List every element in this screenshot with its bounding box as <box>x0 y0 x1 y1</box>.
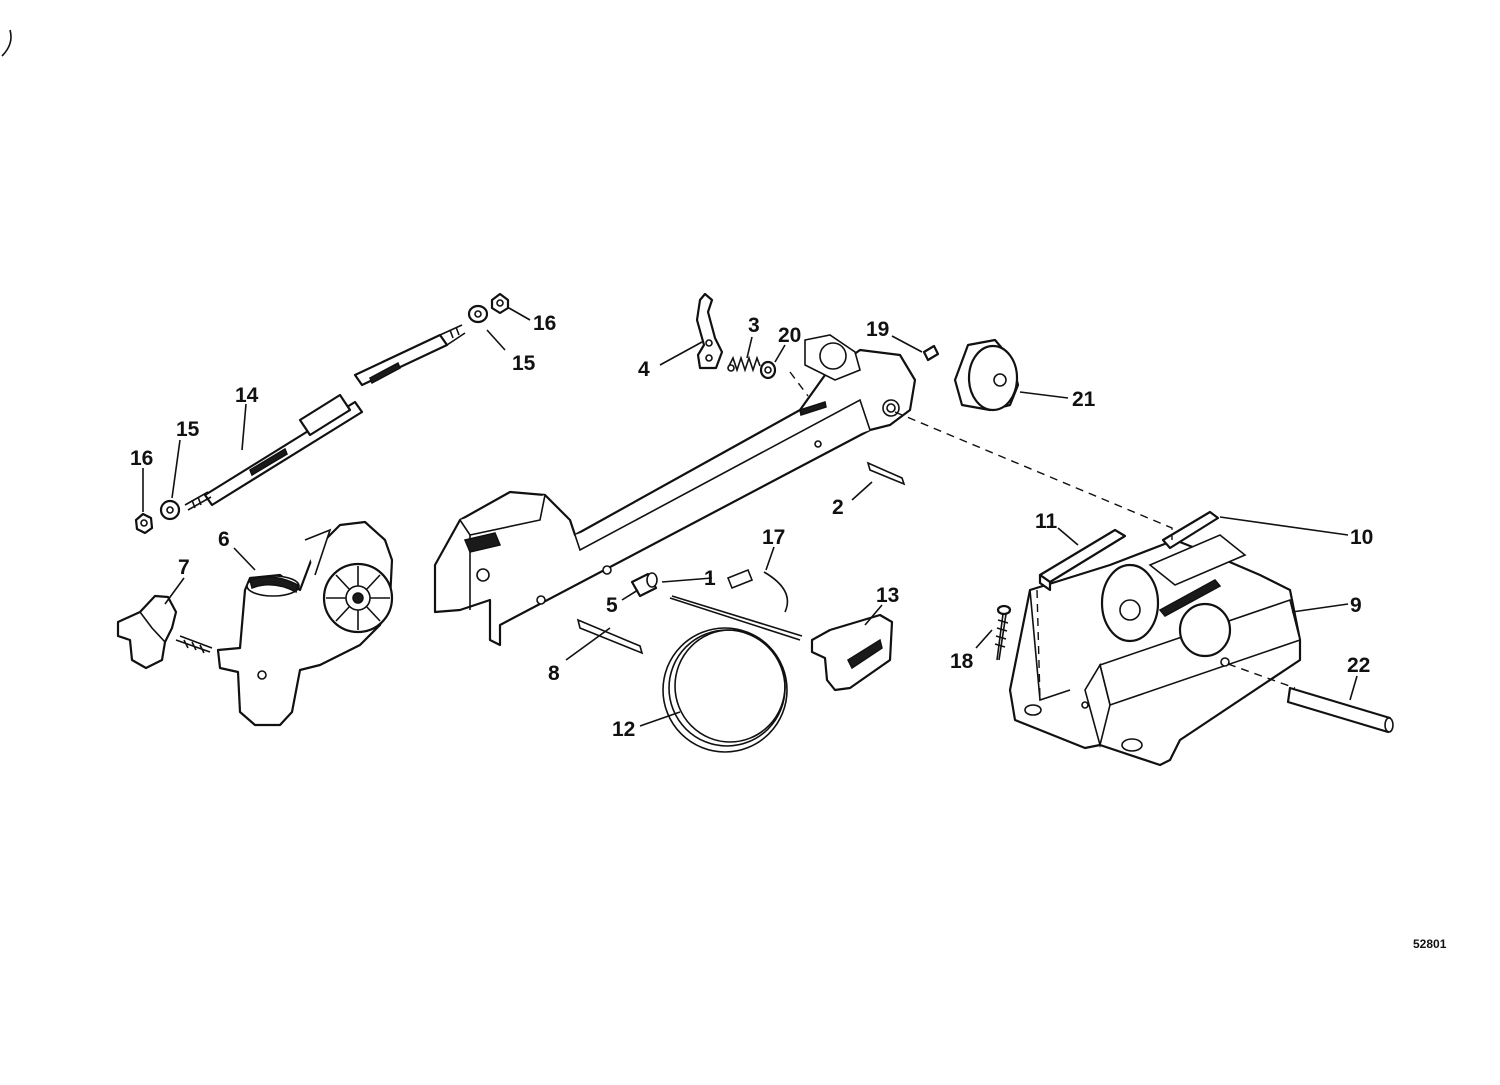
callout-4: 4 <box>638 358 650 381</box>
part-7-knob <box>116 594 213 670</box>
callout-22: 22 <box>1347 654 1370 677</box>
part-19-set-screw <box>922 344 940 362</box>
callout-9: 9 <box>1350 594 1362 617</box>
callout-21: 21 <box>1072 388 1096 411</box>
part-17-clip <box>726 568 789 613</box>
part-16-nut-upper <box>490 292 510 315</box>
callout-19: 19 <box>866 318 889 341</box>
callout-6: 6 <box>218 528 230 551</box>
callout-17: 17 <box>762 526 785 549</box>
part-5-bushing <box>630 572 658 598</box>
callout-5: 5 <box>606 594 618 617</box>
callout-18: 18 <box>950 650 974 673</box>
scan-mark <box>1 29 12 57</box>
part-8-pin <box>576 618 644 655</box>
callout-13: 13 <box>876 584 899 607</box>
callout-15-upper: 15 <box>512 352 536 375</box>
callout-1: 1 <box>704 567 716 590</box>
callout-12: 12 <box>612 718 635 741</box>
part-16-nut-lower <box>134 512 154 535</box>
leader-lines <box>142 307 1358 727</box>
part-15-washer-lower <box>159 499 181 521</box>
part-10-key <box>1161 510 1220 550</box>
part-12-cable <box>662 595 803 753</box>
part-6-bracket <box>216 520 394 727</box>
callout-15-lower: 15 <box>176 418 200 441</box>
part-1-swing-arm <box>433 334 917 647</box>
figure-id: 52801 <box>1413 937 1447 951</box>
part-22-pin <box>1286 686 1394 734</box>
callout-14: 14 <box>235 384 259 407</box>
callouts: 1 2 3 4 5 6 7 8 9 10 11 12 13 14 15 15 1… <box>130 312 1373 741</box>
part-3-spring <box>727 355 761 373</box>
callout-8: 8 <box>548 662 560 685</box>
callout-16-lower: 16 <box>130 447 153 470</box>
callout-2: 2 <box>832 496 844 519</box>
callout-3: 3 <box>748 314 760 337</box>
part-14-shaft <box>184 324 466 511</box>
part-21-roller <box>953 338 1020 412</box>
part-11-key-block <box>1038 528 1127 592</box>
part-4-hook <box>695 292 724 370</box>
callout-10: 10 <box>1350 526 1373 549</box>
part-9-base <box>1008 534 1302 767</box>
callout-16-upper: 16 <box>533 312 556 335</box>
callout-7: 7 <box>178 556 190 579</box>
part-13-handle <box>810 613 894 692</box>
callout-11: 11 <box>1035 510 1058 533</box>
part-18-screw <box>994 604 1012 661</box>
callout-20: 20 <box>778 324 801 347</box>
part-2-pin <box>866 461 906 486</box>
part-20-washer <box>759 360 777 380</box>
alignment-lines <box>789 371 1296 701</box>
part-15-washer-upper <box>467 304 489 324</box>
